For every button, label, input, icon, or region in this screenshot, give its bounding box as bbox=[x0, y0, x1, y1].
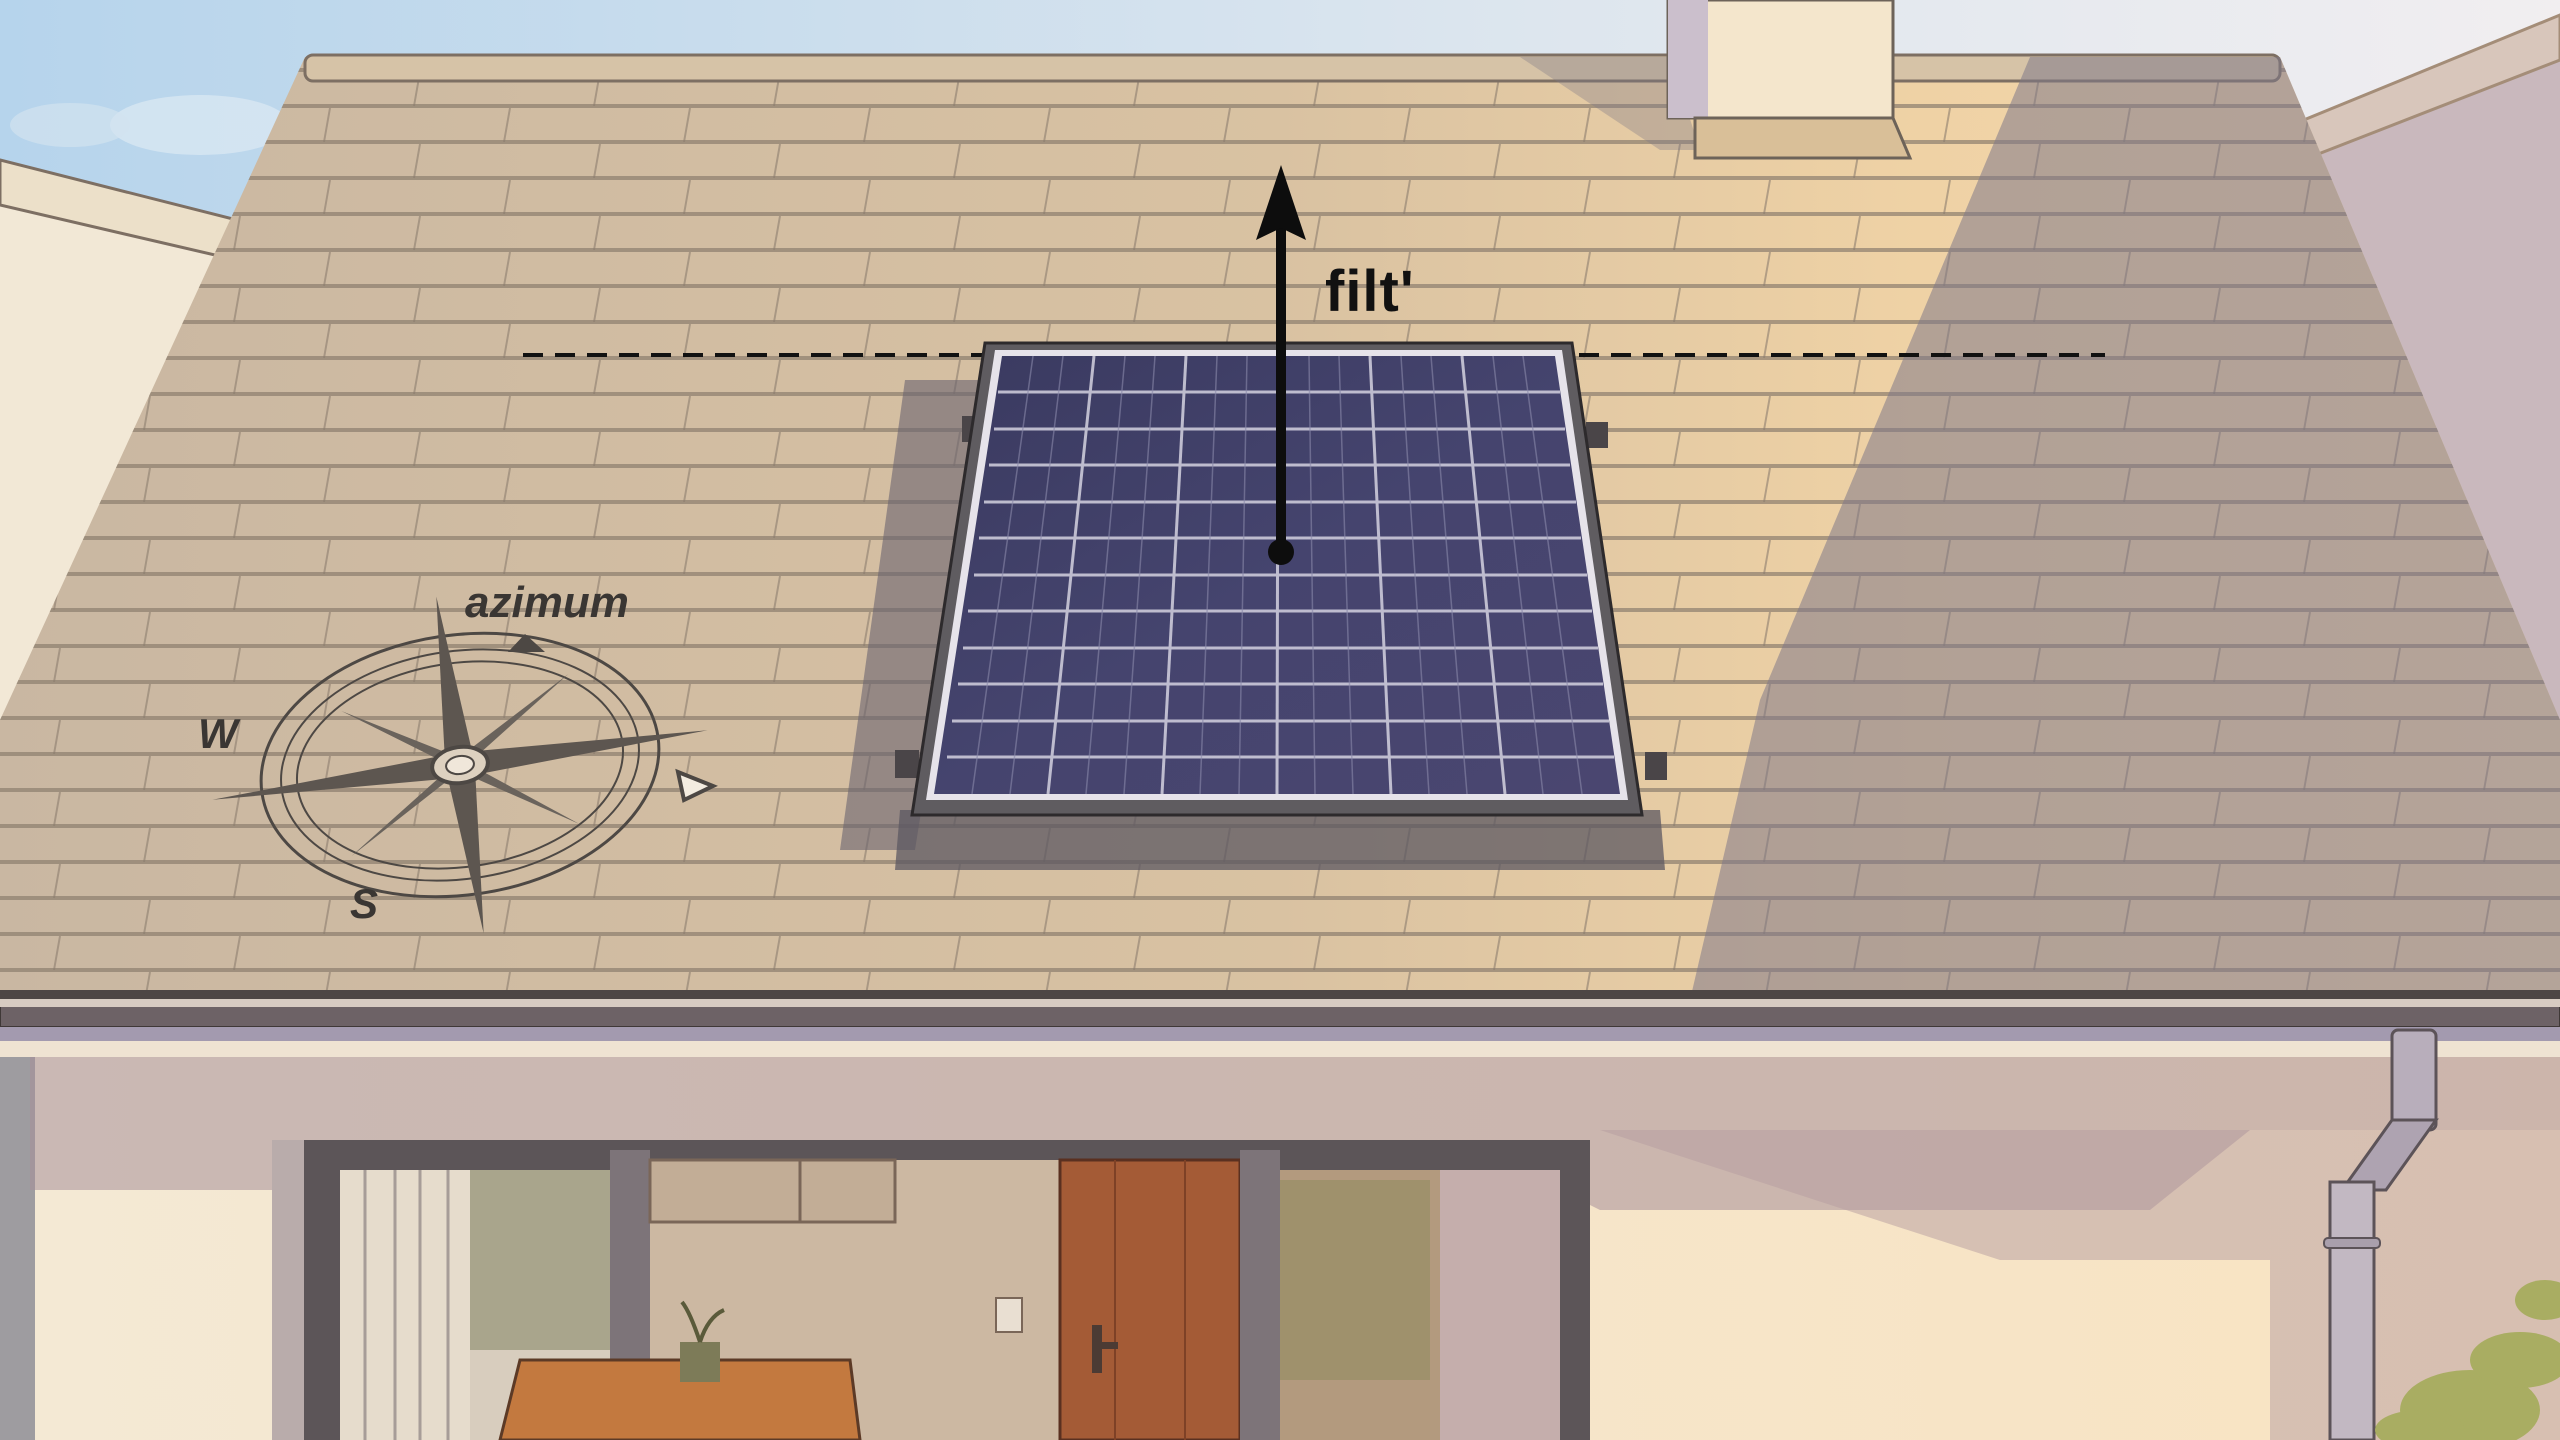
panel-mount bbox=[1645, 752, 1667, 780]
soffit bbox=[0, 1027, 2560, 1041]
panel-shadow-bottom bbox=[895, 810, 1665, 870]
left-edge-shadow bbox=[0, 1057, 35, 1440]
compass-south-label: S bbox=[350, 880, 379, 927]
tree-reflection bbox=[470, 1170, 610, 1350]
soffit-trim bbox=[0, 1041, 2560, 1057]
gutter bbox=[0, 1004, 2560, 1028]
panel-mount bbox=[1586, 422, 1608, 448]
tilt-arrow-head-icon bbox=[1256, 165, 1306, 240]
chimney-shadow bbox=[1520, 57, 1700, 150]
tilt-label: filt' bbox=[1325, 259, 1415, 324]
downspout-bracket bbox=[2323, 1237, 2381, 1249]
right-window-mullion bbox=[1240, 1150, 1280, 1440]
tree-reflection-right bbox=[1280, 1180, 1430, 1380]
downspout bbox=[2328, 1180, 2376, 1440]
downspout-top bbox=[2390, 1028, 2438, 1132]
compass-rose-icon bbox=[212, 596, 708, 934]
panel-mount bbox=[895, 750, 919, 778]
panel-shadow bbox=[840, 380, 990, 850]
chimney-flashing bbox=[1693, 116, 1913, 160]
solar-panel-grid bbox=[947, 355, 1614, 795]
curtain bbox=[340, 1170, 470, 1440]
plant-pot bbox=[680, 1342, 720, 1382]
gutter-lip bbox=[0, 999, 2560, 1007]
tilt-arrow-origin-dot bbox=[1268, 539, 1294, 565]
plant-icon bbox=[680, 1300, 725, 1343]
light-switch bbox=[995, 1297, 1023, 1333]
azimuth-label: azimum bbox=[465, 578, 629, 627]
front-door bbox=[1058, 1158, 1242, 1440]
roof-ridge bbox=[303, 53, 2282, 83]
right-curtain bbox=[1440, 1170, 1560, 1440]
window-sill-left bbox=[272, 1140, 304, 1440]
shrub bbox=[2375, 1280, 2560, 1440]
compass-east-arrow-icon bbox=[675, 768, 718, 803]
curtain-folds bbox=[363, 1170, 450, 1440]
compass-north-arrow-icon bbox=[508, 634, 545, 652]
cloud bbox=[110, 95, 290, 155]
solar-panel-fine-lines bbox=[971, 355, 1583, 795]
compass-west-label: W bbox=[198, 710, 238, 757]
chimney-side bbox=[1668, 0, 1708, 118]
wall-shadow-right bbox=[1600, 1130, 2560, 1440]
sofa bbox=[498, 1358, 862, 1440]
interior-cabinet bbox=[648, 1158, 897, 1224]
downspout-bend bbox=[2339, 1118, 2439, 1192]
cloud bbox=[10, 103, 130, 147]
roof-shadow bbox=[1690, 57, 2560, 1000]
